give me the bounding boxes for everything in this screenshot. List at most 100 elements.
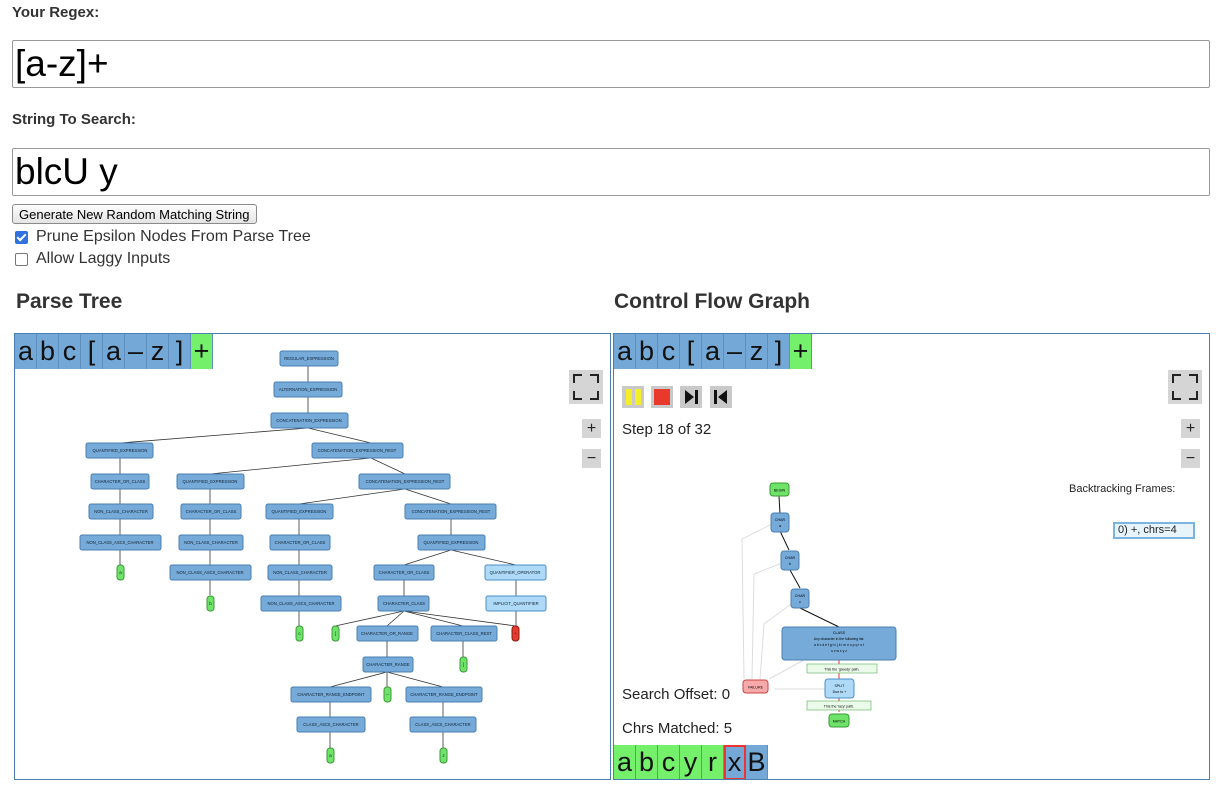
tree-node[interactable]: CHARACTER_CLASS_REST: [430, 625, 498, 642]
tree-node[interactable]: QUANTIFIED_EXPRESSION: [176, 473, 245, 490]
tree-node[interactable]: CHARACTER_OR_CLASS: [373, 564, 435, 581]
svg-text:CHARACTER_OR_CLASS: CHARACTER_OR_CLASS: [186, 509, 237, 514]
prune-epsilon-option[interactable]: Prune Epsilon Nodes From Parse Tree: [15, 228, 311, 246]
tree-node[interactable]: CHARACTER_OR_RANGE: [356, 625, 419, 642]
match-char: x: [724, 745, 746, 779]
fullscreen-icon[interactable]: [569, 370, 603, 404]
svg-text:CHARACTER_RANGE_ENDPOINT: CHARACTER_RANGE_ENDPOINT: [410, 692, 478, 697]
tree-node[interactable]: CHARACTER_OR_CLASS: [180, 503, 242, 520]
pause-icon: [625, 389, 641, 405]
tree-node[interactable]: QUANTIFIER_OPERATOR: [484, 564, 547, 581]
tree-node[interactable]: CHARACTER_OR_CLASS: [269, 534, 331, 551]
search-string-label: String To Search:: [12, 111, 136, 128]
svg-text:NON_CLASS_CHARACTER: NON_CLASS_CHARACTER: [273, 570, 327, 575]
pause-button[interactable]: [622, 386, 644, 408]
svg-text:c: c: [799, 600, 801, 604]
tree-node[interactable]: NON_CLASS_CHARACTER: [88, 503, 154, 520]
svg-text:a: a: [119, 570, 122, 575]
tree-leaf[interactable]: b: [206, 595, 215, 612]
parse-tree-graph[interactable]: REGULAR_EXPRESSION ALTERNATION_EXPRESSIO…: [15, 334, 611, 780]
svg-text:CHARACTER_RANGE_ENDPOINT: CHARACTER_RANGE_ENDPOINT: [297, 692, 365, 697]
tree-node[interactable]: REGULAR_EXPRESSION: [279, 350, 339, 367]
svg-text:CLASS: CLASS: [833, 631, 846, 635]
tree-node[interactable]: IMPLICIT_QUANTIFIER: [485, 595, 547, 612]
zoom-out-button[interactable]: −: [1181, 449, 1200, 468]
tree-node[interactable]: CHARACTER_OR_CLASS: [90, 473, 150, 490]
tree-leaf[interactable]: z: [439, 747, 448, 764]
svg-text:This the 'lazy' path.: This the 'lazy' path.: [824, 705, 855, 709]
generate-random-string-button[interactable]: Generate New Random Matching String: [12, 204, 257, 224]
tree-node[interactable]: QUANTIFIED_EXPRESSION: [85, 442, 154, 459]
tree-node[interactable]: NON_CLASS_CHARACTER: [267, 564, 333, 581]
tree-node[interactable]: CLASS_ASCII_CHARACTER: [296, 716, 366, 733]
svg-text:This the 'greedy' path.: This the 'greedy' path.: [824, 668, 859, 672]
tree-node[interactable]: NON_CLASS_ASCII_CHARACTER: [169, 564, 252, 581]
svg-text:[: [: [335, 631, 337, 636]
parse-tree-token: c: [59, 334, 81, 369]
tree-node[interactable]: NON_CLASS_CHARACTER: [178, 534, 244, 551]
tree-node[interactable]: CHARACTER_RANGE: [362, 656, 414, 673]
tree-leaf-current[interactable]: +: [511, 625, 520, 642]
tree-node[interactable]: ALTERNATION_EXPRESSION: [273, 381, 343, 398]
allow-laggy-label: Allow Laggy Inputs: [36, 250, 171, 267]
prune-epsilon-checkbox[interactable]: [15, 230, 28, 244]
step-back-button[interactable]: [710, 386, 732, 408]
cfg-class-node[interactable]: CLASS Any character in the following lis…: [781, 626, 897, 661]
regex-input[interactable]: [12, 40, 1210, 88]
tree-node[interactable]: QUANTIFIED_EXPRESSION: [265, 503, 334, 520]
tree-leaf[interactable]: [: [331, 625, 340, 642]
tree-leaf[interactable]: ]: [459, 656, 468, 673]
stop-button[interactable]: [651, 386, 673, 408]
tree-node[interactable]: CHARACTER_RANGE_ENDPOINT: [290, 686, 372, 703]
svg-text:a: a: [329, 753, 332, 758]
cfg-begin-node[interactable]: BEGIN: [769, 482, 790, 497]
allow-laggy-option[interactable]: Allow Laggy Inputs: [15, 250, 170, 268]
parse-tree-token: b: [37, 334, 59, 369]
cfg-edges: [741, 495, 840, 712]
tree-node[interactable]: CLASS_ASCII_CHARACTER: [409, 716, 477, 733]
tree-node[interactable]: CONCATENATION_EXPRESSION: [270, 412, 349, 429]
allow-laggy-checkbox[interactable]: [15, 252, 28, 266]
svg-text:CHARACTER_OR_RANGE: CHARACTER_OR_RANGE: [361, 631, 413, 636]
tree-leaf[interactable]: a: [326, 747, 335, 764]
svg-text:CHAR: CHAR: [775, 518, 786, 522]
tree-node[interactable]: NON_CLASS_ASCII_CHARACTER: [260, 595, 342, 612]
search-string-input[interactable]: [12, 148, 1210, 196]
tree-leaf[interactable]: c: [295, 625, 304, 642]
tree-node[interactable]: CHARACTER_CLASS: [377, 595, 430, 612]
match-char: b: [636, 745, 658, 779]
cfg-token: –: [724, 334, 746, 369]
tree-node[interactable]: CONCATENATION_EXPRESSION_REST: [404, 503, 497, 520]
tree-leaf[interactable]: a: [116, 564, 125, 581]
svg-text:CLASS_ASCII_CHARACTER: CLASS_ASCII_CHARACTER: [303, 722, 358, 727]
cfg-match-node[interactable]: MATCH: [828, 713, 850, 728]
tree-node[interactable]: CHARACTER_RANGE_ENDPOINT: [405, 686, 483, 703]
zoom-out-button[interactable]: −: [582, 449, 601, 468]
tree-node[interactable]: QUANTIFIED_EXPRESSION: [417, 534, 486, 551]
step-forward-button[interactable]: [680, 386, 702, 408]
tree-node[interactable]: CONCATENATION_EXPRESSION_REST: [311, 442, 404, 459]
tree-leaf[interactable]: –: [383, 686, 392, 703]
svg-text:IMPLICIT_QUANTIFIER: IMPLICIT_QUANTIFIER: [493, 601, 538, 606]
svg-text:NON_CLASS_CHARACTER: NON_CLASS_CHARACTER: [94, 509, 148, 514]
parse-tree-token: –: [125, 334, 147, 369]
tree-node[interactable]: CONCATENATION_EXPRESSION_REST: [358, 473, 451, 490]
zoom-in-button[interactable]: +: [1181, 419, 1200, 438]
match-char: y: [680, 745, 702, 779]
svg-text:CONCATENATION_EXPRESSION_REST: CONCATENATION_EXPRESSION_REST: [318, 448, 397, 453]
parse-tree-edges: [119, 366, 517, 748]
zoom-in-button[interactable]: +: [582, 419, 601, 438]
tree-node[interactable]: NON_CLASS_ASCII_CHARACTER: [79, 534, 162, 551]
cfg-failure-node[interactable]: FAILURE: [742, 679, 769, 694]
fullscreen-icon[interactable]: [1168, 370, 1202, 404]
